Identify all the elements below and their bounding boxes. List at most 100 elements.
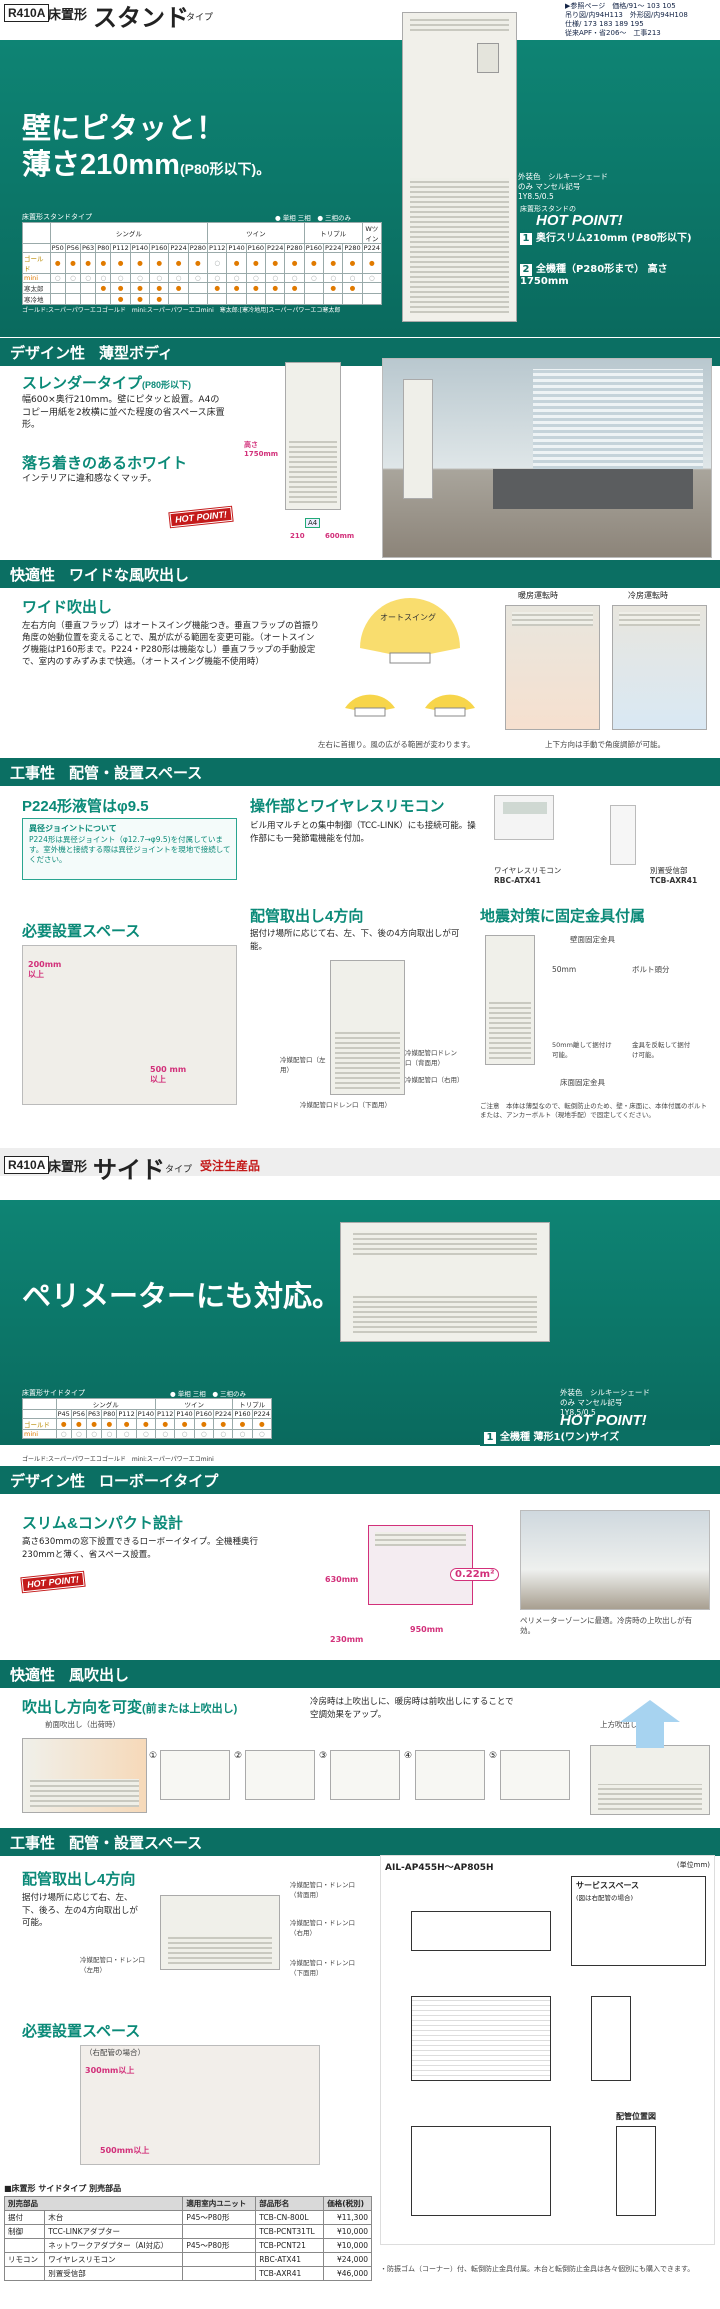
availability-cell: ● <box>265 252 286 274</box>
availability-cell: ● <box>342 252 363 274</box>
availability-cell: ● <box>95 282 112 294</box>
pipe2-label-right: 冷媒配管口・ドレン口（右用） <box>290 1919 355 1937</box>
availability-cell <box>49 282 66 294</box>
availability-cell <box>226 293 247 305</box>
white-heading: 落ち着きのあるホワイト <box>22 455 188 472</box>
capacity-cell: P56 <box>70 1409 87 1419</box>
color-note-2: 外装色 シルキーシェードのみ マンセル記号1Y8.5/0.5 <box>560 1388 650 1417</box>
reference-line-2: 吊り図/内94H113 外形図/内94H108 <box>565 11 688 19</box>
heating-label: 暖房運転時 <box>518 591 558 600</box>
height-dimension: 高さ 1750mm <box>244 441 279 458</box>
receiver-image <box>610 805 636 865</box>
space-heading: 必要設置スペース <box>22 923 141 940</box>
capacity-cell: P80 <box>95 243 112 253</box>
section-bar-comfort: 快適性ワイドな風吹出し <box>0 560 720 588</box>
table-row: ゴールド●●●●●●●●●○●●●●●●●● <box>22 252 383 274</box>
vary-text: 冷房時は上吹出しに、暖房時は前吹出しにすることで空調効果をアップ。 <box>310 1697 514 1720</box>
availability-cell: ● <box>101 1418 118 1430</box>
joint-note-title: 異径ジョイントについて <box>29 824 117 833</box>
availability-cell: ● <box>207 282 228 294</box>
availability-cell: ● <box>110 252 131 274</box>
slim-unit-drawing <box>368 1525 473 1605</box>
front-view-drawing <box>411 1996 551 2081</box>
bar-sublabel: ワイドな風吹出し <box>69 567 190 584</box>
availability-cell: ● <box>149 293 170 305</box>
hot-point-label: 床置形スタンドの <box>520 205 576 213</box>
availability-cell: ● <box>64 252 82 274</box>
table-group-header: シングル ツイン トリプル Wツイン <box>22 222 383 244</box>
availability-cell: ● <box>135 1418 157 1430</box>
availability-cell <box>303 282 325 294</box>
availability-cell: ● <box>284 282 305 294</box>
capacity-cell: P112 <box>110 243 131 253</box>
dim-230: 230mm <box>330 1635 364 1644</box>
accessory-cell-c: P45〜P80形 <box>182 2210 257 2225</box>
availability-cell: ● <box>70 1418 87 1430</box>
capacity-cell: P224 <box>251 1409 273 1419</box>
bottom-grille-icon <box>409 178 510 313</box>
availability-cell: ○ <box>207 252 228 274</box>
table-group-single: シングル <box>49 222 209 244</box>
pipe-label-right: 冷媒配管口（右用） <box>405 1076 464 1084</box>
quake-heading: 地震対策に固定金具付属 <box>480 908 646 925</box>
grille-icon <box>335 1031 400 1089</box>
hero-headline-2-sub: (P80形以下)。 <box>179 161 271 177</box>
availability-cell: ○ <box>95 273 112 283</box>
accessory-cell-a: 制御 <box>3 2224 46 2239</box>
table-row: mini○○○○○○○○○○○○○○○○○○ <box>22 273 383 283</box>
capacity-cell: P112 <box>116 1409 137 1419</box>
grille-icon <box>375 1532 466 1546</box>
availability-cell: ● <box>323 252 344 274</box>
accessory-cell-d: TCB-CN-800L <box>255 2210 325 2225</box>
availability-cell: ○ <box>232 1429 253 1439</box>
up-arrow-icon <box>620 1700 680 1748</box>
step-diagram: ③ <box>319 1750 400 1800</box>
availability-cell: ● <box>79 252 97 274</box>
availability-cell <box>323 293 344 305</box>
quake-unit-drawing <box>485 935 535 1065</box>
availability-cell <box>95 293 112 305</box>
accessory-cell-c <box>182 2224 257 2239</box>
wireless-remote-image <box>494 795 554 840</box>
hot-point-title-2: HOT POINT! <box>560 1412 647 1429</box>
availability-cell: ○ <box>284 273 305 283</box>
availability-cell: ○ <box>155 1429 176 1439</box>
back-view-drawing <box>411 2126 551 2216</box>
availability-cell <box>64 282 82 294</box>
availability-cell: ○ <box>129 273 151 283</box>
availability-cell: ○ <box>323 273 344 283</box>
step-diagram: ① <box>149 1750 230 1800</box>
reference-pages: ▶参照ページ 価格/91〜 103 105 吊り図/内94H113 外形図/内9… <box>565 2 688 38</box>
vary-subtitle: (前または上吹出し) <box>142 1703 238 1715</box>
availability-cell: ● <box>55 1418 72 1430</box>
p224-heading: P224形液管はφ9.5 <box>22 798 149 815</box>
accessory-cell-b: 別置受信部 <box>44 2266 184 2281</box>
availability-cell: ○ <box>213 1429 234 1439</box>
capacity-cell: P50 <box>49 243 66 253</box>
slender-unit-drawing <box>285 362 341 510</box>
availability-cell: ○ <box>207 273 228 283</box>
pipe-text-2: 据付け場所に応じて右、左、下、後ろ、左の4方向取出しが可能。 <box>22 1893 138 1928</box>
availability-cell: ○ <box>251 1429 273 1439</box>
availability-cell <box>79 282 97 294</box>
point-number: 2 <box>520 264 532 276</box>
legend-single-three: ● 単相 三相 <box>170 1390 206 1398</box>
joint-note-box: 異径ジョイントについて P224形は異径ジョイント（φ12.7→φ9.5)を付属… <box>22 818 237 880</box>
vary-title: 吹出し方向を可変 <box>22 1699 143 1716</box>
quake-note-b: 金具を反転して据付け可能。 <box>632 1041 691 1059</box>
step-number: ② <box>234 1751 243 1761</box>
availability-cell: ● <box>361 252 383 274</box>
availability-cell: ● <box>251 1418 273 1430</box>
capacity-cell: P224 <box>168 243 189 253</box>
space-front-dim: 500 mm以上 <box>150 1065 187 1084</box>
quake-bolt: ボルト頭分 <box>632 965 670 974</box>
grille-icon <box>618 612 701 626</box>
slender-subtitle: (P80形以下) <box>142 380 192 390</box>
made-to-order-label: 受注生産品 <box>200 1159 261 1173</box>
table-row-label <box>22 1409 57 1419</box>
capacity-cell: P160 <box>232 1409 253 1419</box>
